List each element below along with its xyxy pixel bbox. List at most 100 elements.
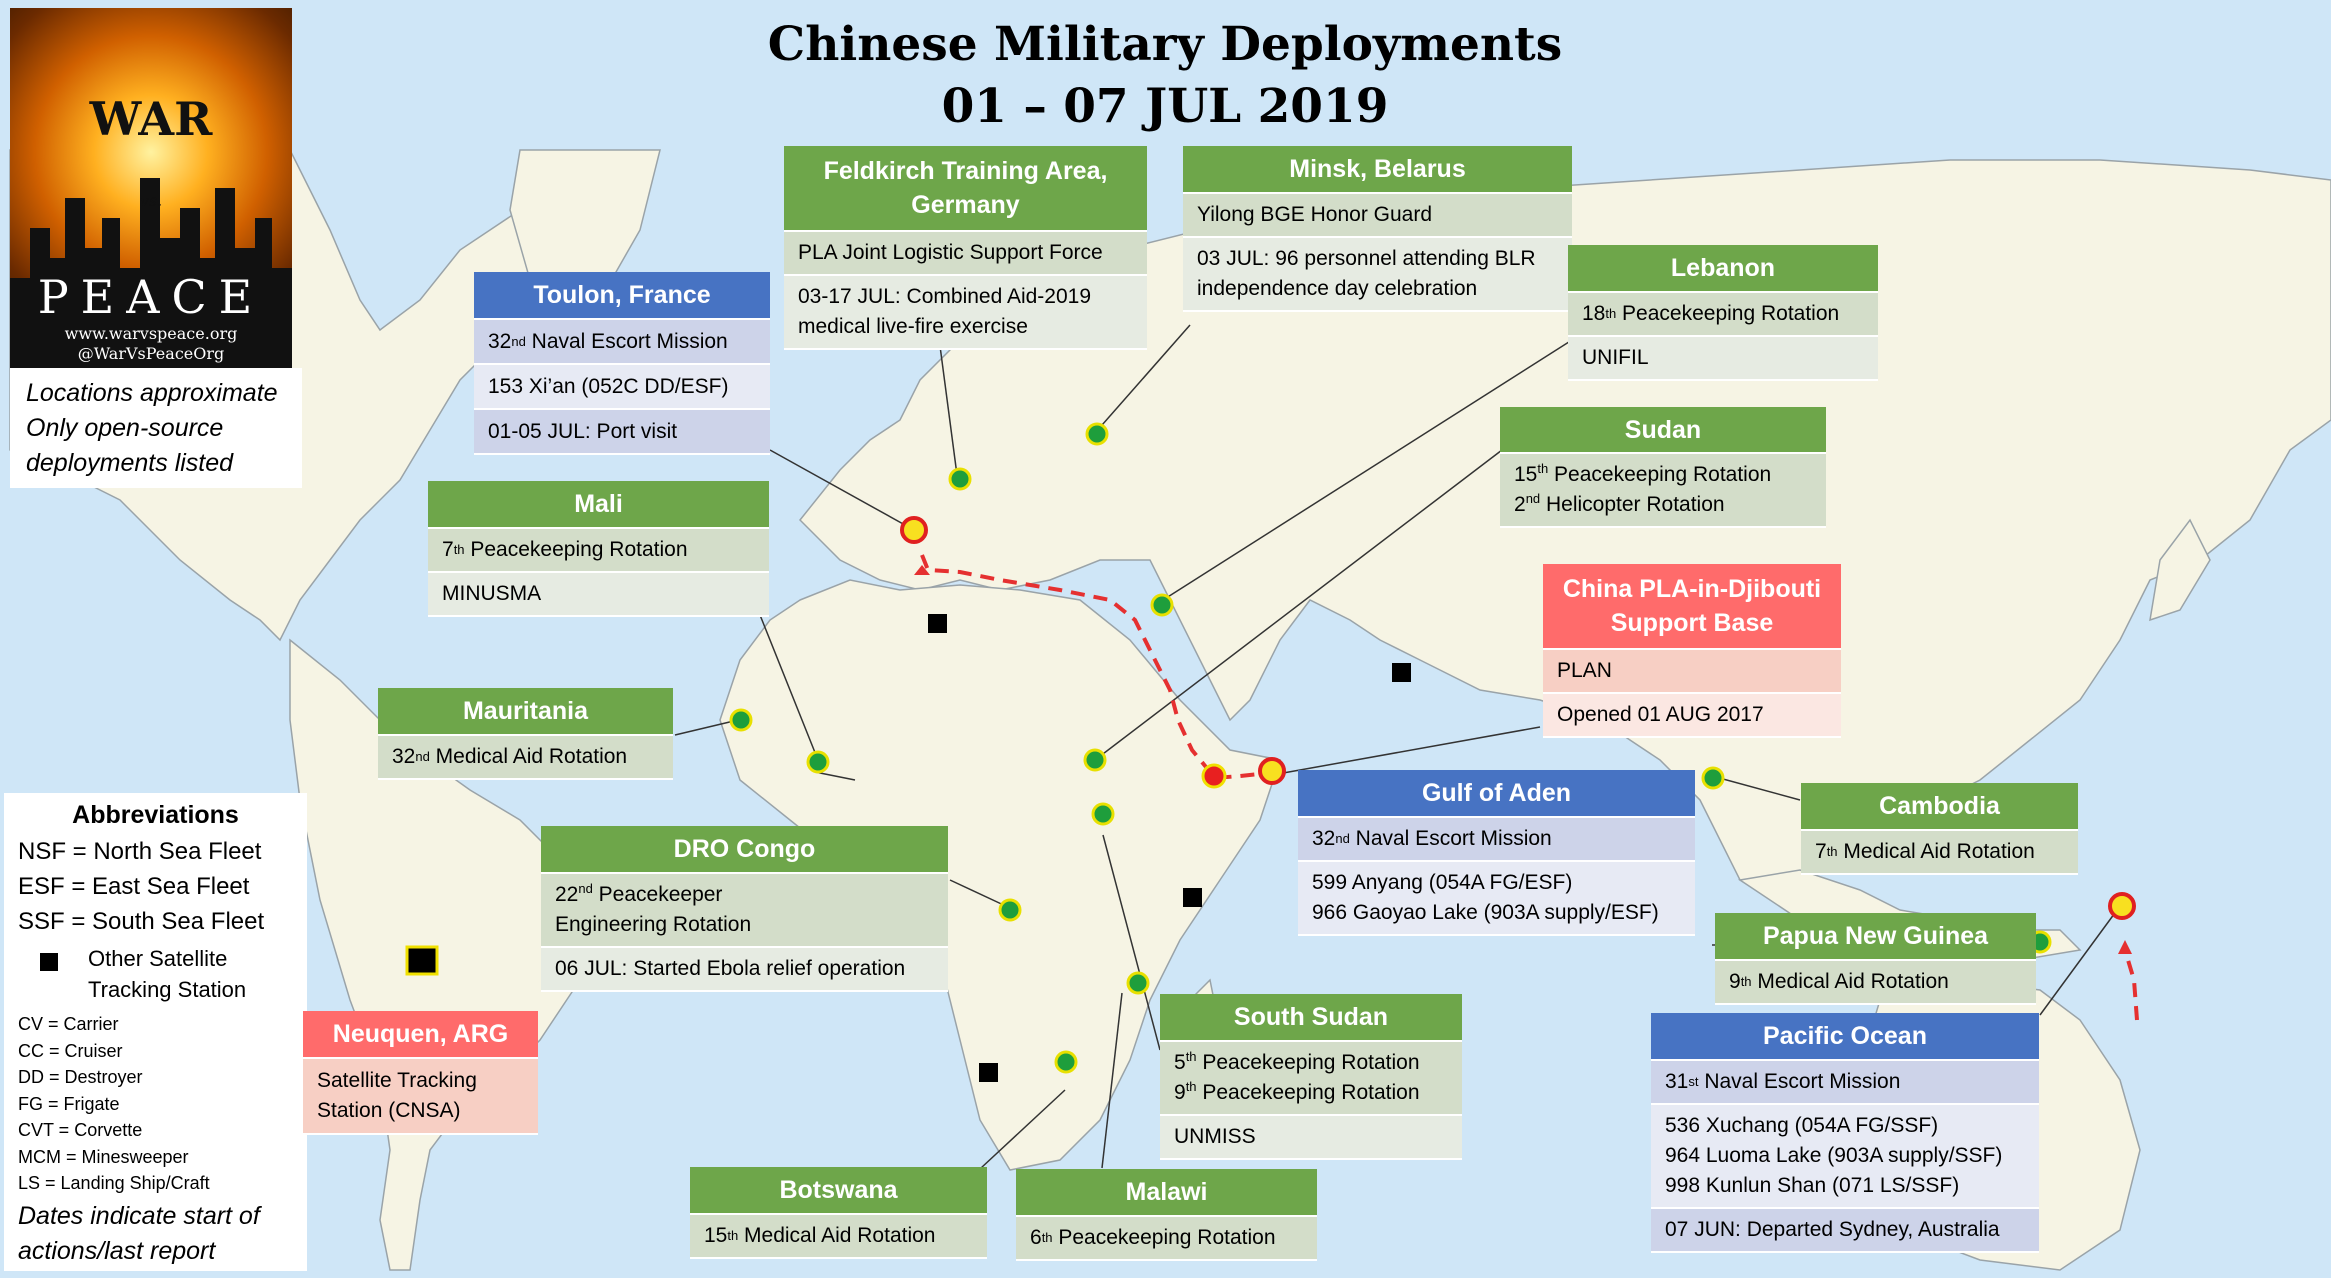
logo-peace-text: PEACE: [37, 270, 265, 324]
marker-lebanon: [1150, 593, 1174, 617]
callout-title: Pacific Ocean: [1651, 1013, 2039, 1061]
callout-unit: Satellite Tracking Station (CNSA): [303, 1059, 538, 1135]
satellite-station-marker: [979, 1063, 998, 1082]
logo-url: www.warvspeace.org @WarVsPeaceOrg: [10, 324, 292, 364]
ordinal-number: 31: [1665, 1070, 1689, 1093]
ordinal-suffix: nd: [578, 881, 593, 896]
ordinal-number: 7: [1815, 840, 1827, 863]
abbreviations-heading: Abbreviations: [72, 801, 239, 829]
callout-sudan: Sudan 15th Peacekeeping Rotation 2nd Hel…: [1500, 407, 1826, 528]
ordinal-number: 5: [1174, 1051, 1186, 1074]
marker-djibouti: [1201, 763, 1227, 789]
ordinal-number: 15: [1514, 463, 1538, 486]
callout-event-line: independence day celebration: [1197, 277, 1478, 300]
mission-text: Naval Escort Mission: [1698, 1070, 1901, 1093]
ordinal-number: 18: [1582, 302, 1606, 325]
dates-line-1: Dates indicate start of: [18, 1201, 260, 1230]
rotation-line: 9th Peacekeeping Rotation: [1174, 1078, 1420, 1108]
rotation-text: Helicopter Rotation: [1540, 493, 1725, 516]
callout-title-line: Germany: [911, 191, 1020, 219]
marker-mauritania: [729, 708, 753, 732]
callout-title: Toulon, France: [474, 272, 770, 320]
route-arrow-head: [914, 565, 930, 575]
callout-title: Cambodia: [1801, 783, 2078, 831]
callout-title: Botswana: [690, 1167, 987, 1215]
logo-handle: @WarVsPeaceOrg: [77, 344, 225, 363]
callout-rotations: 5th Peacekeeping Rotation 9th Peacekeepi…: [1160, 1042, 1462, 1116]
note-line-2: Only open-source: [26, 414, 224, 442]
marker-feldkirch: [948, 467, 972, 491]
callout-event-line: 03 JUL: 96 personnel attending BLR: [1197, 247, 1536, 270]
route-arrow-head: [2118, 940, 2132, 954]
callout-event-line: medical live-fire exercise: [798, 315, 1028, 338]
city-skyline-icon: [10, 178, 292, 368]
callout-title-line: China PLA-in-Djibouti: [1562, 575, 1822, 603]
rotation-text: Peacekeeping Rotation: [1616, 302, 1840, 325]
callout-mission: UNMISS: [1160, 1116, 1462, 1160]
abbr-ship: DD = Destroyer: [18, 1067, 143, 1087]
satellite-station-marker-neuquen: [405, 945, 439, 976]
callout-dro-congo: DRO Congo 22nd Peacekeeper Engineering R…: [541, 826, 948, 992]
abbr-fleet: NSF = North Sea Fleet: [18, 838, 262, 865]
abbr-satellite-station: Other Satellite Tracking Station: [18, 943, 307, 1005]
abbr-ship: MCM = Minesweeper: [18, 1146, 189, 1167]
disclaimer-note: Locations approximate Only open-source d…: [10, 368, 302, 488]
deployment-markers: [729, 422, 2052, 1074]
marker-aden: [1258, 757, 1286, 785]
callout-title: China PLA-in-Djibouti Support Base: [1543, 564, 1841, 650]
ordinal-suffix: th: [1185, 1049, 1197, 1064]
callout-title: Malawi: [1016, 1169, 1317, 1217]
callout-unit-line: Satellite Tracking: [317, 1069, 477, 1092]
ordinal-number: 6: [1030, 1226, 1042, 1249]
callout-event: 03 JUL: 96 personnel attending BLR indep…: [1183, 238, 1572, 312]
abbr-fleet: SSF = South Sea Fleet: [18, 908, 265, 935]
marker-south-sudan: [1091, 802, 1115, 826]
ordinal-number: 7: [442, 538, 454, 561]
logo-website: www.warvspeace.org: [64, 324, 238, 343]
marker-cambodia: [1701, 766, 1725, 790]
abbr-ship: CC = Cruiser: [18, 1040, 123, 1061]
mission-text: Naval Escort Mission: [1349, 827, 1552, 850]
abbr-dates-note: Dates indicate start of actions/last rep…: [18, 1199, 307, 1269]
ordinal-number: 32: [392, 745, 416, 768]
abbr-sat-line-1: Other Satellite: [88, 946, 228, 971]
callout-south-sudan: South Sudan 5th Peacekeeping Rotation 9t…: [1160, 994, 1462, 1160]
map-title: Chinese Military Deployments 01 – 07 JUL…: [700, 14, 1630, 138]
rotation-line: 5th Peacekeeping Rotation: [1174, 1048, 1420, 1078]
callout-ships: 536 Xuchang (054A FG/SSF) 964 Luoma Lake…: [1651, 1105, 2039, 1209]
callout-event: 01-05 JUL: Port visit: [474, 410, 770, 455]
route-pacific: [2123, 949, 2139, 1021]
rotation-text: Peacekeeping Rotation: [1196, 1051, 1420, 1074]
ordinal-suffix: th: [1537, 461, 1549, 476]
ordinal-number: 15: [704, 1224, 728, 1247]
callout-title: DRO Congo: [541, 826, 948, 874]
satellite-station-marker: [928, 614, 947, 633]
logo-vs-text: vs.: [139, 191, 163, 210]
abbr-fleet: ESF = East Sea Fleet: [18, 873, 250, 900]
rotation-line: Engineering Rotation: [555, 913, 752, 936]
dates-line-2: actions/last report: [18, 1236, 216, 1265]
ship-line: 599 Anyang (054A FG/ESF): [1312, 871, 1573, 894]
ordinal-number: 32: [488, 329, 512, 353]
rotation-text: Peacekeeping Rotation: [1052, 1226, 1276, 1249]
abbr-ship: CVT = Corvette: [18, 1120, 143, 1140]
abbr-ship: FG = Frigate: [18, 1093, 120, 1114]
callout-unit: PLA Joint Logistic Support Force: [784, 232, 1147, 276]
satellite-station-marker: [1392, 663, 1411, 682]
abbreviations-legend: Abbreviations NSF = North Sea Fleet ESF …: [4, 793, 307, 1271]
